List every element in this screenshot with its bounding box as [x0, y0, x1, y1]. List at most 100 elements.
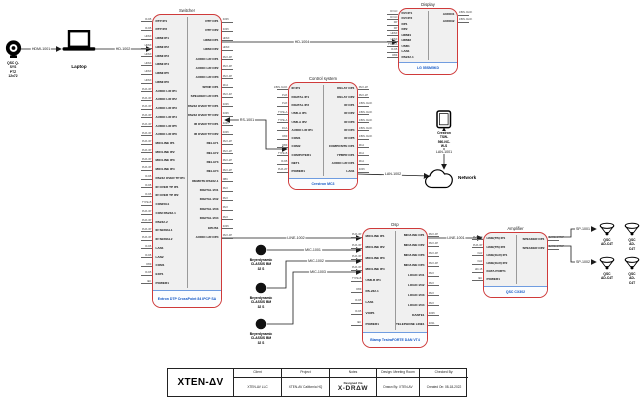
- wire-mic-1003[interactable]: [267, 269, 362, 325]
- ceiling-speaker-icon-2[interactable]: [624, 222, 640, 236]
- laptop-icon[interactable]: [62, 30, 96, 52]
- wire-rs-1001[interactable]: [224, 117, 288, 152]
- ceiling-speaker-icon-1[interactable]: [599, 222, 615, 236]
- network-cloud-icon[interactable]: [424, 166, 460, 190]
- ptz-camera-icon[interactable]: [4, 39, 24, 59]
- wire-mic-1002[interactable]: [267, 258, 362, 289]
- microphone-icon-1[interactable]: [255, 244, 267, 256]
- touch-panel-icon[interactable]: [436, 110, 452, 129]
- ceiling-speaker-icon-3[interactable]: [599, 256, 615, 270]
